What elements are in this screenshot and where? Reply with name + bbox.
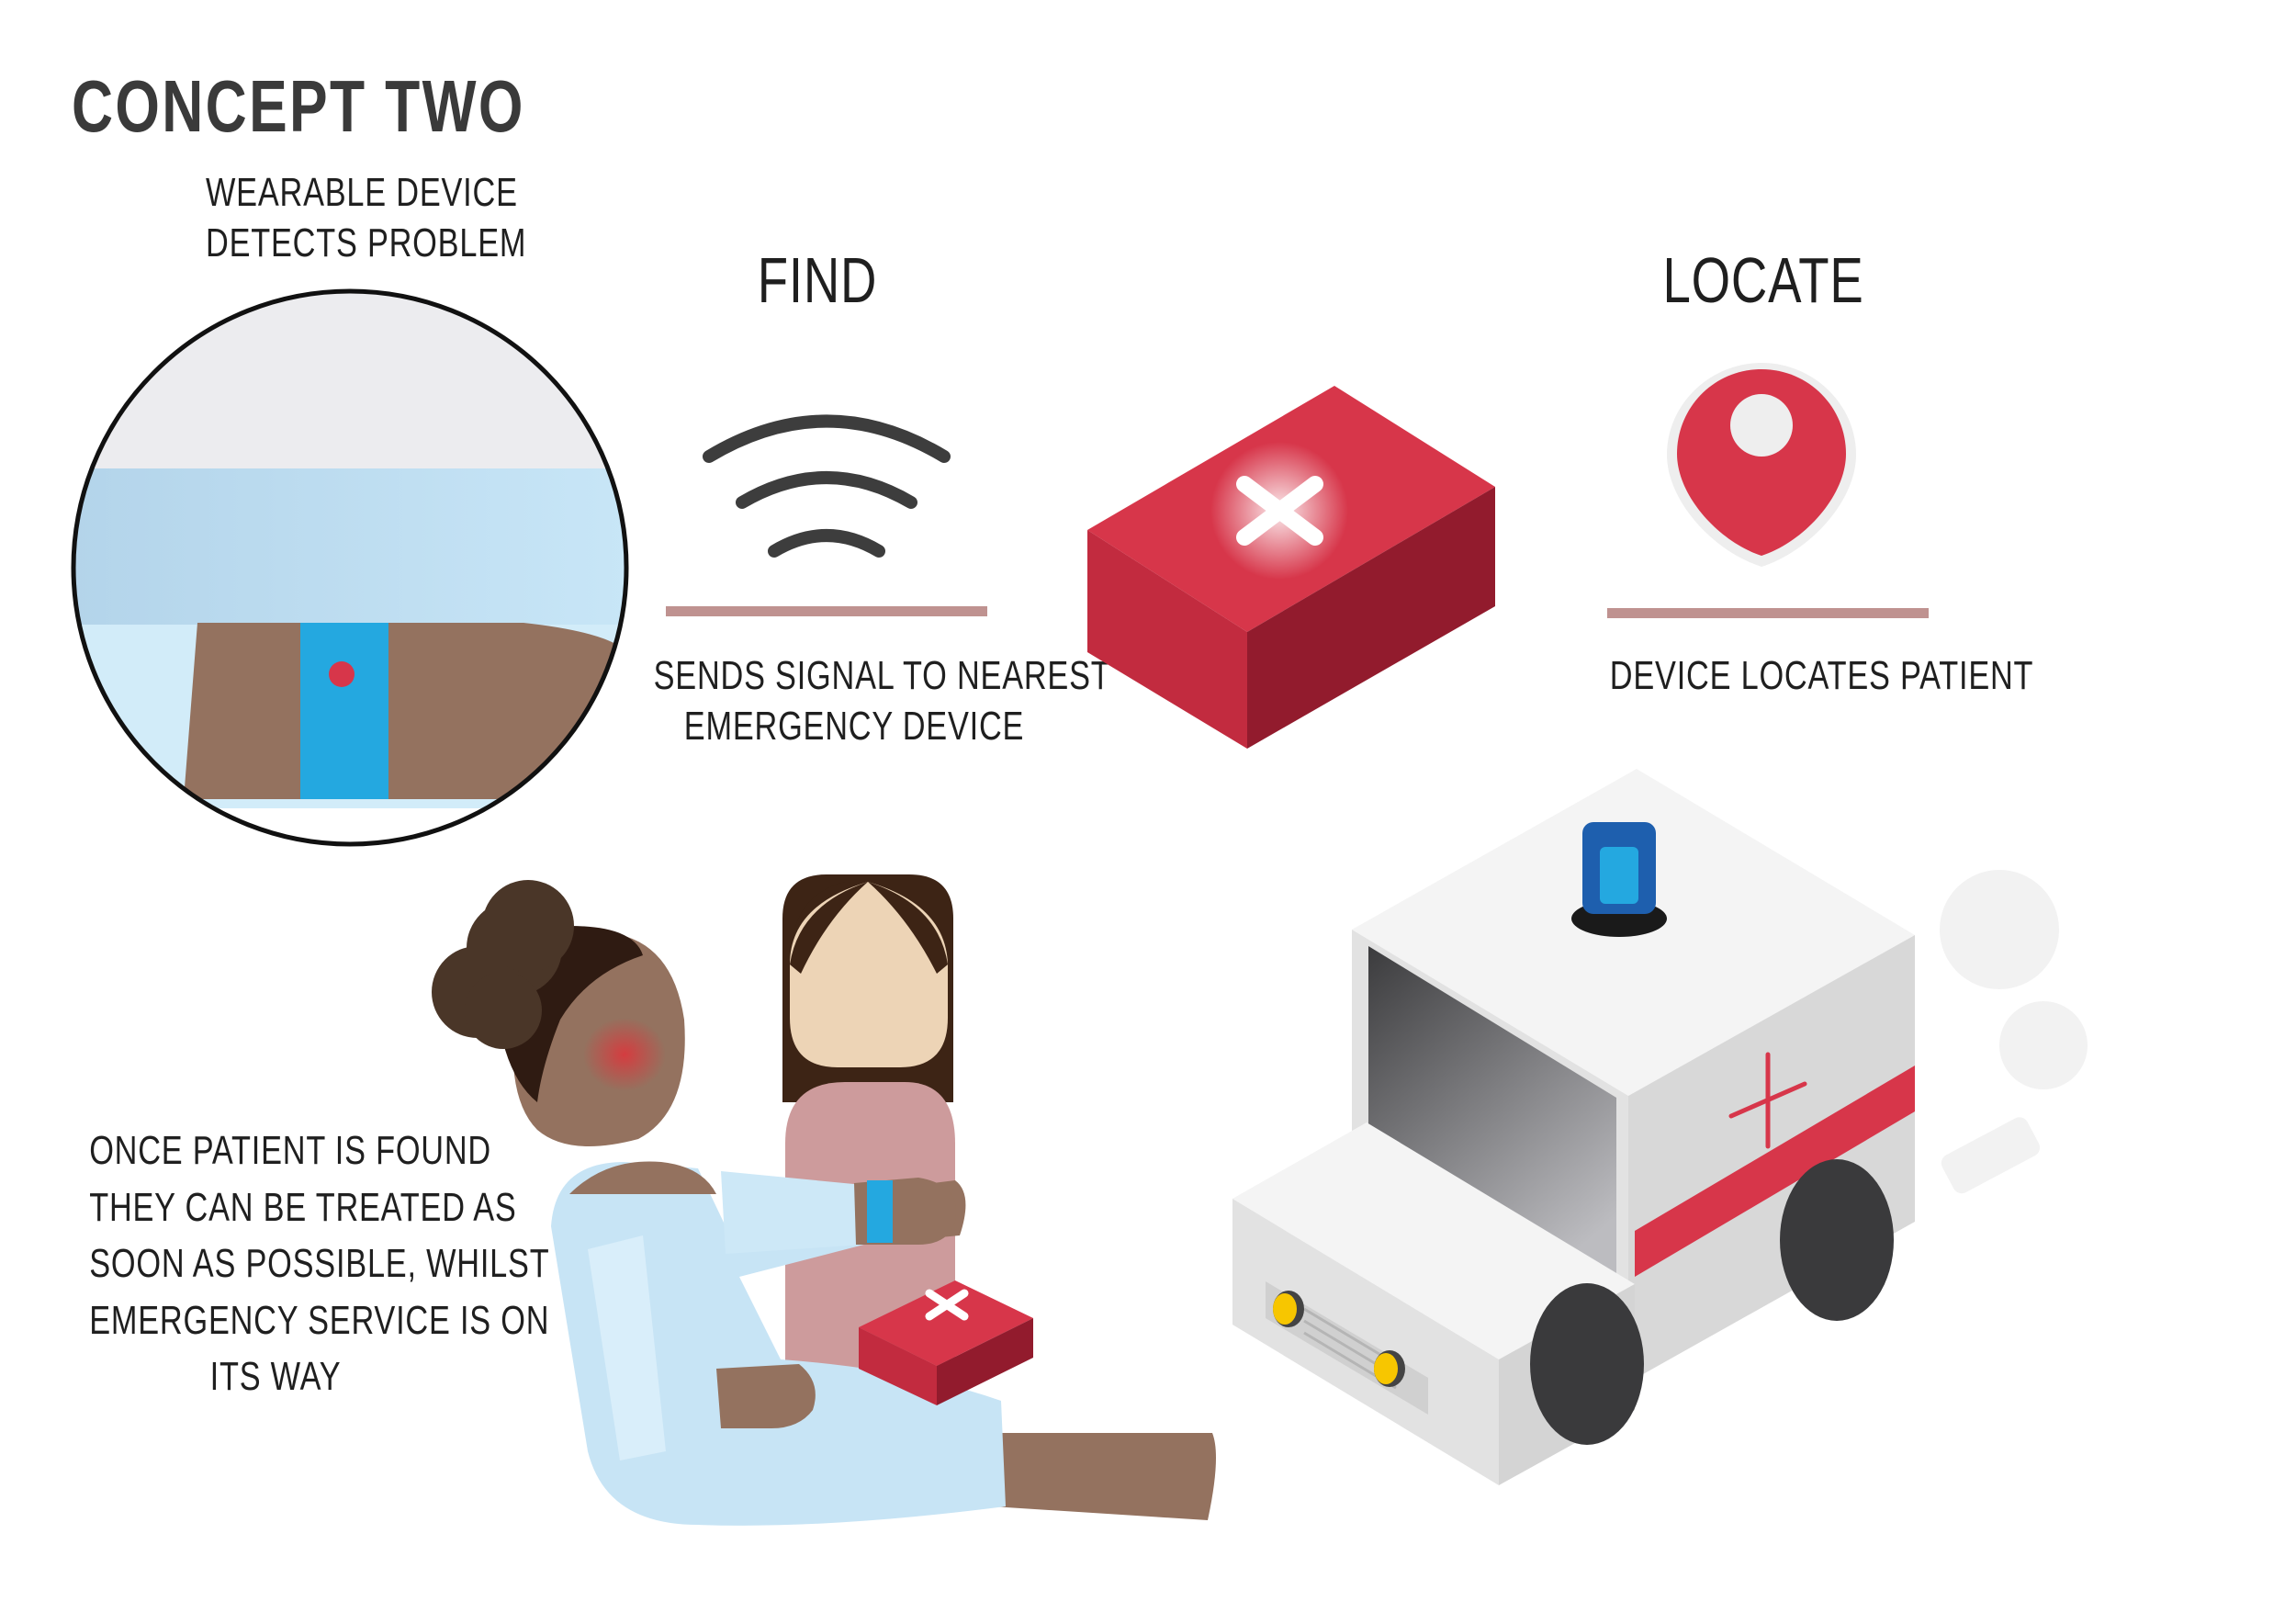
wifi-signal-icon [703, 414, 951, 558]
find-caption-line-2: EMERGENCY DEVICE [683, 704, 1025, 749]
ambulance-icon [1232, 769, 2088, 1485]
wearable-band [300, 623, 388, 799]
find-caption: SENDS SIGNAL TO NEAREST EMERGENCY DEVICE [653, 650, 1111, 751]
ambulance-stripe [1635, 1066, 1915, 1277]
wrist [184, 623, 626, 799]
map-pin-icon [1667, 363, 1856, 567]
patient-figure [432, 880, 1216, 1526]
patient-leg [992, 1433, 1216, 1520]
headlight-left [1273, 1293, 1297, 1325]
find-heading: FIND [757, 244, 878, 316]
sensor-dot [329, 661, 355, 687]
exhaust-smoke [1940, 870, 2088, 1194]
treatment-caption-line-2: THEY CAN BE TREATED AS [89, 1184, 517, 1230]
siren-icon [1571, 822, 1667, 937]
locate-heading: LOCATE [1662, 244, 1864, 316]
rear-wheel [1780, 1159, 1894, 1321]
wearable-caption-line-2: DETECTS PROBLEM [206, 220, 527, 265]
front-wheel [1530, 1283, 1644, 1445]
page-title: CONCEPT TWO [72, 65, 525, 147]
ambulance-cross [1728, 1052, 1807, 1149]
find-caption-line-1: SENDS SIGNAL TO NEAREST [653, 653, 1111, 698]
patient-wearable-band [867, 1180, 893, 1243]
wearable-magnifier [71, 288, 629, 847]
headlight-right [1374, 1353, 1398, 1384]
bystander-face [790, 882, 948, 1067]
first-aid-kit-icon [1087, 386, 1495, 749]
wearable-caption: WEARABLE DEVICE DETECTS PROBLEM [206, 167, 527, 268]
small-first-aid-kit-icon [859, 1280, 1033, 1405]
ambulance-window [1368, 946, 1616, 1303]
treatment-caption: ONCE PATIENT IS FOUND THEY CAN BE TREATE… [89, 1122, 548, 1405]
locate-divider [1607, 608, 1929, 618]
treatment-caption-line-1: ONCE PATIENT IS FOUND [89, 1128, 491, 1173]
find-divider [666, 606, 987, 616]
treatment-caption-line-5: ITS WAY [209, 1354, 342, 1400]
wearable-caption-line-1: WEARABLE DEVICE [206, 170, 518, 215]
